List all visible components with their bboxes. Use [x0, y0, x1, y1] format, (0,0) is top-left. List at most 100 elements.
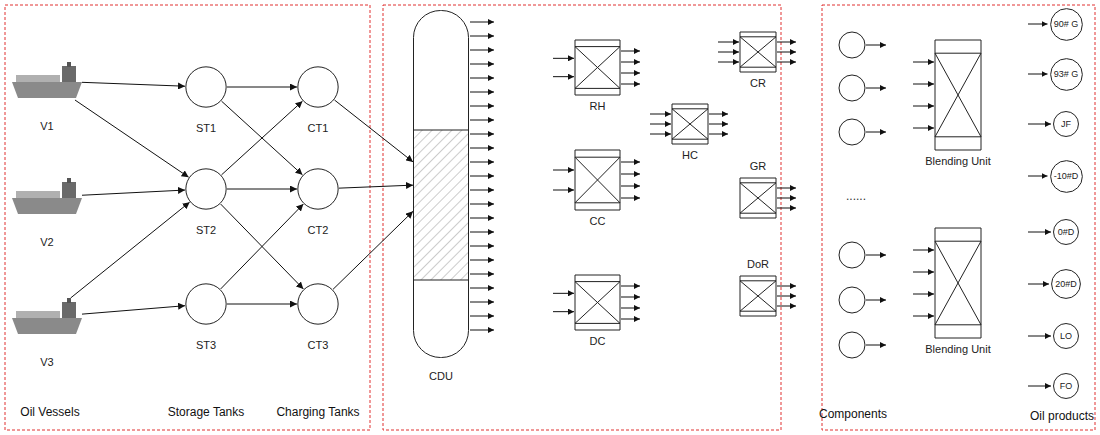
flow-arrow: [777, 306, 796, 307]
flow-arrow: [470, 78, 494, 79]
flow-arrow: [470, 218, 494, 219]
flow-connector: [339, 185, 413, 188]
flow-arrow: [777, 286, 796, 287]
flow-connector: [333, 211, 413, 289]
flow-connector: [227, 189, 297, 190]
flow-arrow: [553, 311, 574, 312]
tank-circle: CT1: [297, 66, 339, 108]
reactor-box: DC: [575, 275, 620, 330]
reactor-outline: [575, 275, 620, 330]
node-label: FO: [1060, 381, 1073, 391]
ship-outline: [12, 298, 82, 336]
node-label: RH: [590, 100, 606, 113]
reactor-outline: [740, 32, 776, 72]
flow-arrow: [913, 272, 934, 273]
reactor-box: DoR: [740, 276, 776, 316]
flow-arrow: [621, 286, 640, 287]
flow-connector: [334, 100, 413, 162]
flow-arrow: [1028, 24, 1048, 25]
tank-circle: ST2: [185, 168, 227, 210]
flow-arrow: [470, 36, 494, 37]
flow-arrow: [777, 198, 796, 199]
node-label: ST1: [196, 122, 216, 135]
product-circle: -10#D: [1050, 160, 1083, 193]
flow-arrow: [777, 208, 796, 209]
flow-arrow: [621, 308, 640, 309]
flow-arrow: [718, 52, 739, 53]
flow-arrow: [470, 330, 494, 331]
panel-frame: [383, 5, 781, 430]
circle-outline: [185, 168, 227, 210]
reactor-box: RH: [575, 40, 620, 95]
reactor-outline: [575, 40, 620, 95]
flow-arrow: [470, 302, 494, 303]
reactor-box: HC: [672, 104, 708, 144]
reactor-box: GR: [740, 178, 776, 218]
node-label: CR: [750, 77, 766, 90]
product-circle: 20#D: [1051, 269, 1081, 299]
node-label: V2: [40, 236, 53, 249]
node-label: V3: [40, 356, 53, 369]
flow-arrow: [621, 162, 640, 163]
distillation-column: CDU: [413, 10, 469, 358]
flow-arrow: [470, 176, 494, 177]
circle-outline: [297, 66, 339, 108]
flow-arrow: [621, 62, 640, 63]
flow-arrow: [1028, 124, 1051, 125]
flow-arrow: [470, 288, 494, 289]
flow-arrow: [553, 170, 574, 171]
flow-arrow: [777, 52, 796, 53]
flow-arrow: [866, 88, 886, 89]
flow-arrow: [470, 64, 494, 65]
panel-frame: [5, 5, 370, 430]
node-label: ST2: [196, 224, 216, 237]
flow-arrow: [866, 255, 886, 256]
flow-connector: [82, 306, 185, 314]
flow-arrow: [913, 84, 934, 85]
tank-circle: ST3: [185, 283, 227, 325]
node-label: -10#D: [1054, 171, 1079, 181]
flow-arrow: [470, 260, 494, 261]
flow-arrow: [777, 62, 796, 63]
flow-arrow: [470, 92, 494, 93]
node-label: Blending Unit: [925, 343, 990, 356]
tank-circle: ST1: [185, 66, 227, 108]
flow-arrow: [1028, 336, 1051, 337]
reactor-box: CR: [740, 32, 776, 72]
node-label: 93# G: [1054, 69, 1079, 79]
flow-connector: [227, 304, 297, 305]
flow-arrow: [553, 58, 574, 59]
ellipsis-mark: ......: [846, 193, 858, 200]
section-label: Storage Tanks: [168, 405, 245, 419]
reactor-outline: [935, 40, 981, 150]
oil-vessel: V2: [12, 178, 82, 216]
flow-arrow: [718, 62, 739, 63]
flow-arrow: [913, 128, 934, 129]
flow-arrow: [1028, 176, 1048, 177]
circle-outline: [297, 168, 339, 210]
reactor-outline: [575, 150, 620, 210]
node-label: 90# G: [1054, 19, 1079, 29]
section-label: Oil products: [1030, 409, 1094, 423]
flow-arrow: [709, 134, 728, 135]
ship-outline: [12, 62, 82, 100]
product-circle: JF: [1053, 111, 1079, 137]
reactor-outline: [740, 276, 776, 316]
circle-outline: [185, 283, 227, 325]
flow-arrow: [866, 300, 886, 301]
circle-outline: [297, 283, 339, 325]
product-circle: 0#D: [1053, 219, 1079, 245]
flow-arrow: [621, 84, 640, 85]
flow-arrow: [470, 22, 494, 23]
flow-arrow: [1028, 232, 1051, 233]
node-label: V1: [40, 120, 53, 133]
flow-connector: [82, 190, 185, 195]
flow-arrow: [866, 45, 886, 46]
component-circle: [839, 32, 865, 58]
flow-connector: [222, 101, 303, 175]
flow-arrow: [470, 106, 494, 107]
flow-connector: [71, 202, 190, 298]
flow-arrow: [470, 120, 494, 121]
flow-arrow: [470, 50, 494, 51]
flow-arrow: [913, 250, 934, 251]
